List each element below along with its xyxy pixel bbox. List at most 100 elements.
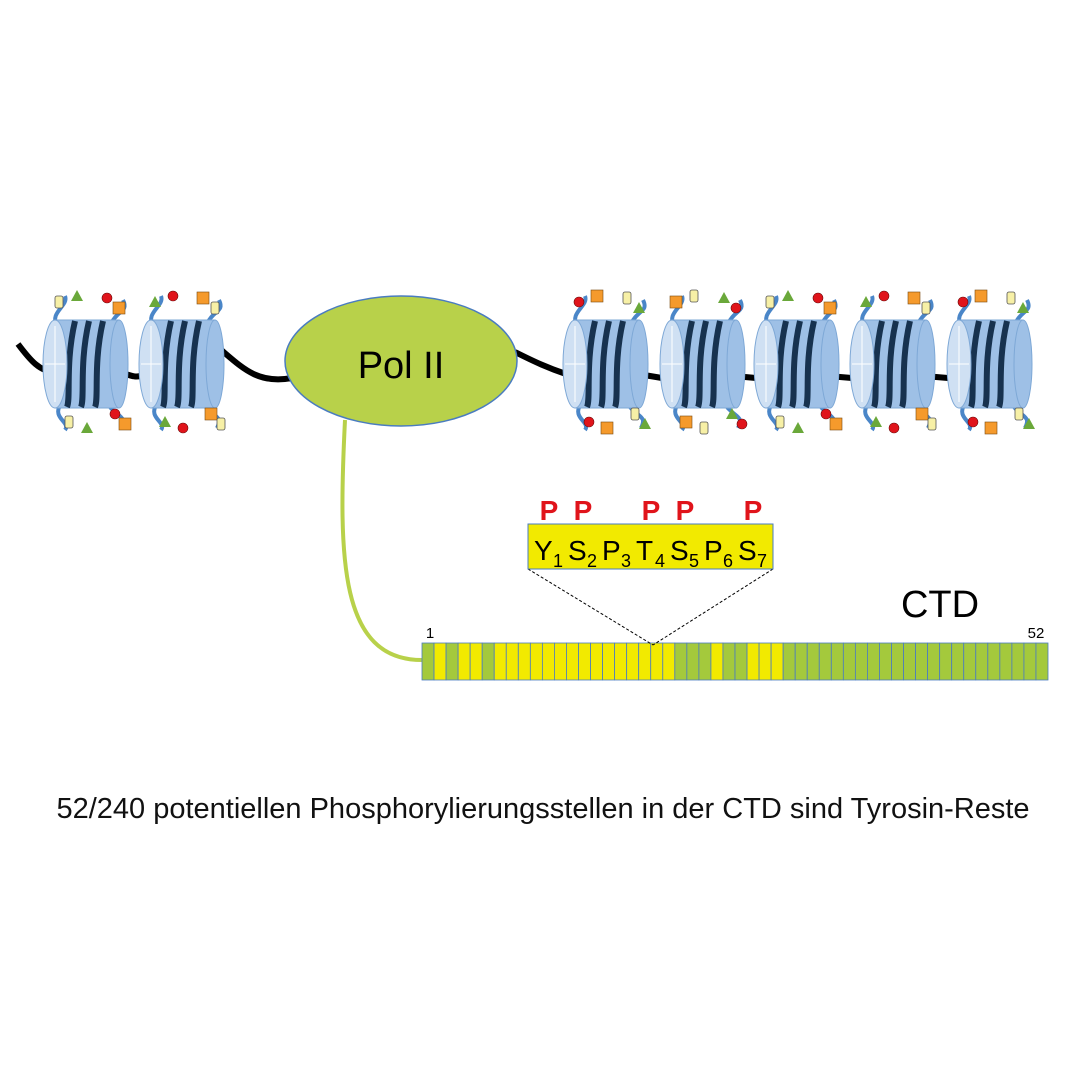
ctd-repeat [698, 642, 712, 681]
heptad-subscript: 1 [553, 551, 563, 571]
methyl-mark [669, 295, 683, 309]
ubiquitin-mark [765, 295, 775, 309]
ctd-repeat [806, 642, 820, 681]
phospho-triangle-mark [81, 422, 93, 433]
zoom-line-right [652, 568, 774, 646]
phospho-triangle-mark [149, 296, 161, 307]
ctd-repeat [541, 642, 555, 681]
ctd-repeat [891, 642, 904, 681]
phospho-triangle-mark [870, 416, 882, 427]
ubiquitin-mark [689, 289, 699, 303]
ctd-repeat [939, 642, 953, 681]
acetyl-mark [167, 290, 179, 302]
heptad-subscript: 2 [587, 551, 597, 571]
phospho-mark: P [574, 495, 593, 526]
acetyl-mark [177, 422, 189, 434]
phospho-mark: P [676, 495, 695, 526]
phospho-mark: P [642, 495, 661, 526]
ctd-repeat [505, 642, 519, 681]
ctd-bar [421, 642, 1049, 681]
acetyl-mark [736, 418, 748, 430]
acetyl-mark [967, 416, 979, 428]
nucleosome [849, 295, 936, 432]
ctd-repeat [481, 642, 495, 681]
ctd-repeat [602, 642, 616, 681]
acetyl-mark [109, 408, 121, 420]
ubiquitin-mark [1014, 407, 1024, 421]
heptad-box [527, 523, 774, 570]
ctd-repeat [746, 642, 760, 681]
ctd-repeat [554, 642, 567, 681]
nucleosome [42, 295, 129, 432]
ctd-repeat [975, 642, 989, 681]
pol-ii-ellipse [284, 295, 518, 427]
acetyl-mark [101, 292, 113, 304]
ctd-repeat [830, 642, 844, 681]
ctd-repeat [987, 642, 1001, 681]
ubiquitin-mark [921, 301, 931, 315]
ctd-repeat [457, 642, 471, 681]
methyl-mark [829, 417, 843, 431]
ctd-repeat [1035, 642, 1049, 681]
ubiquitin-mark [775, 415, 785, 429]
heptad-residue: S [670, 535, 689, 566]
methyl-mark [112, 301, 126, 315]
ctd-repeat [818, 642, 832, 681]
caption: 52/240 potentiellen Phosphorylierungsste… [56, 793, 1030, 825]
heptad-subscript: 3 [621, 551, 631, 571]
ctd-repeat [686, 642, 700, 681]
ctd-repeat [433, 642, 447, 681]
ctd-repeat [915, 642, 929, 681]
phospho-triangle-mark [633, 302, 645, 313]
ubiquitin-mark [54, 295, 64, 309]
ctd-label: CTD [901, 584, 979, 626]
ctd-repeat [1023, 642, 1037, 681]
methyl-mark [679, 415, 693, 429]
ctd-repeat [674, 642, 688, 681]
ctd-repeat [794, 642, 808, 681]
phospho-triangle-mark [718, 292, 730, 303]
ctd-repeat [590, 642, 603, 681]
ubiquitin-mark [216, 417, 226, 431]
ctd-repeat [951, 642, 965, 681]
ctd-repeat [1011, 642, 1025, 681]
ctd-repeat [722, 642, 736, 681]
ctd-repeat [493, 642, 507, 681]
ubiquitin-mark [699, 421, 709, 435]
methyl-mark [907, 291, 921, 305]
ctd-repeat [758, 642, 772, 681]
ctd-repeat [421, 642, 435, 681]
ctd-repeat [710, 642, 724, 681]
ubiquitin-mark [927, 417, 937, 431]
ctd-repeat [517, 642, 531, 681]
methyl-mark [590, 289, 604, 303]
acetyl-mark [820, 408, 832, 420]
phospho-triangle-mark [159, 416, 171, 427]
heptad-residue: T [636, 535, 653, 566]
ctd-repeat [867, 642, 880, 681]
phospho-mark: P [540, 495, 559, 526]
ctd-repeat [854, 642, 868, 681]
phospho-triangle-mark [1023, 418, 1035, 429]
methyl-mark [600, 421, 614, 435]
nucleosome [946, 295, 1033, 432]
ctd-repeat [963, 642, 977, 681]
phospho-triangle-mark [639, 418, 651, 429]
heptad-subscript: 7 [757, 551, 767, 571]
heptad-subscript: 4 [655, 551, 665, 571]
phospho-triangle-mark [782, 290, 794, 301]
phospho-triangle-mark [71, 290, 83, 301]
ctd-end-label: 52 [1028, 625, 1045, 642]
ctd-repeat [879, 642, 892, 681]
acetyl-mark [730, 302, 742, 314]
ctd-repeat [566, 642, 579, 681]
heptad-subscript: 6 [723, 551, 733, 571]
methyl-mark [118, 417, 132, 431]
phospho-mark: P [744, 495, 763, 526]
heptad-residue: P [704, 535, 723, 566]
ctd-repeat [614, 642, 628, 681]
ctd-repeat [842, 642, 856, 681]
heptad-residue: S [738, 535, 757, 566]
